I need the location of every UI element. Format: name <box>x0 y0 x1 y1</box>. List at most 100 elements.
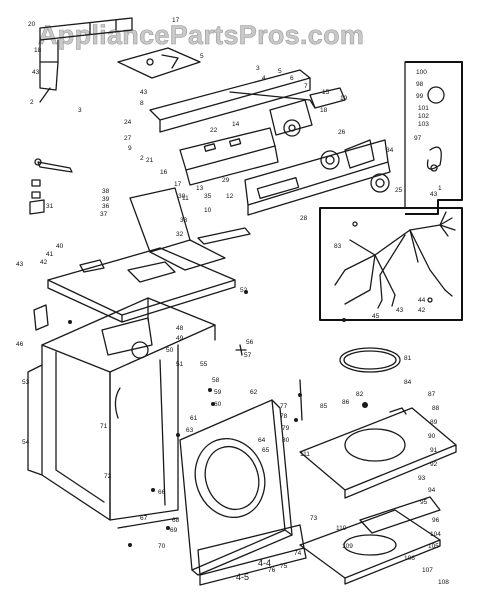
wiring-harness-inset <box>319 61 463 321</box>
side-hardware <box>29 158 73 215</box>
callout: 91 <box>430 447 438 454</box>
callout: 107 <box>422 567 433 574</box>
callout: 99 <box>416 93 424 100</box>
callout: 79 <box>282 425 290 432</box>
callout: 70 <box>158 543 166 550</box>
callout: 67 <box>140 515 148 522</box>
callout: 38 <box>102 188 110 195</box>
callout: 85 <box>320 403 328 410</box>
console-front-panel <box>244 139 391 216</box>
timer-assembly <box>269 87 346 137</box>
callout: 83 <box>334 243 342 250</box>
callout: 66 <box>158 489 166 496</box>
mounting-plate <box>117 47 201 79</box>
callout: 31 <box>46 203 54 210</box>
callout: 29 <box>222 177 230 184</box>
callout: 7 <box>304 83 308 90</box>
callout: 42 <box>418 307 426 314</box>
callout: 45 <box>372 313 380 320</box>
callout: 2 <box>140 155 144 162</box>
callout: 59 <box>214 389 222 396</box>
callout: 17 <box>172 17 180 24</box>
callout: 94 <box>428 487 436 494</box>
callout: 37 <box>100 211 108 218</box>
callout: 8 <box>140 100 144 107</box>
callout: 36 <box>102 203 110 210</box>
page-mark-lower: 4-5 <box>236 572 249 582</box>
callout: 53 <box>22 379 30 386</box>
callout: 72 <box>104 473 112 480</box>
callout: 3 <box>78 107 82 114</box>
callout: 100 <box>416 69 427 76</box>
callout: 51 <box>176 361 184 368</box>
callout: 17 <box>174 181 182 188</box>
callout: 5 <box>200 53 204 60</box>
callout: 34 <box>386 147 394 154</box>
callout: 27 <box>124 135 132 142</box>
callout: 95 <box>420 499 428 506</box>
callout: 76 <box>268 567 276 574</box>
front-panel <box>179 399 293 576</box>
callout: 49 <box>176 335 184 342</box>
callout: 68 <box>172 517 180 524</box>
callout: 14 <box>232 121 240 128</box>
callout: 58 <box>212 377 220 384</box>
callout: 81 <box>404 355 412 362</box>
callout: 106 <box>404 555 415 562</box>
callout: 19 <box>340 95 348 102</box>
callout: 103 <box>418 121 429 128</box>
callout: 108 <box>438 579 449 586</box>
callout: 50 <box>166 347 174 354</box>
callout: 93 <box>418 475 426 482</box>
callout: 52 <box>240 287 248 294</box>
callout: 18 <box>320 107 328 114</box>
callout: 54 <box>22 439 30 446</box>
callout: 82 <box>356 391 364 398</box>
control-bracket <box>129 187 251 271</box>
callout: 46 <box>16 341 24 348</box>
callout: 43 <box>16 261 24 268</box>
callout: 69 <box>170 527 178 534</box>
callout: 57 <box>244 352 252 359</box>
callout: 4 <box>262 75 266 82</box>
callout: 84 <box>404 379 412 386</box>
callout: 16 <box>160 169 168 176</box>
callout: 75 <box>280 563 288 570</box>
callout: 25 <box>395 187 403 194</box>
callout: 105 <box>428 543 439 550</box>
top-bracket <box>39 17 133 103</box>
callout: 42 <box>40 259 48 266</box>
callout: 110 <box>336 525 347 532</box>
callout: 20 <box>28 21 36 28</box>
callout: 15 <box>322 89 330 96</box>
callout: 2 <box>30 99 34 106</box>
callout-labels: 20 17 18 43 2 3 5 3 4 43 5 6 7 8 14 15 1… <box>16 17 449 586</box>
cabinet <box>27 297 216 529</box>
callout: 88 <box>432 405 440 412</box>
control-knob <box>344 139 390 193</box>
callout: 10 <box>204 207 212 214</box>
base-plate <box>299 407 457 499</box>
callout: 5 <box>278 68 282 75</box>
callout: 56 <box>246 339 254 346</box>
callout: 35 <box>204 193 212 200</box>
callout: 3 <box>256 65 260 72</box>
callout: 12 <box>226 193 234 200</box>
callout: 87 <box>428 391 436 398</box>
screws <box>33 290 368 547</box>
callout: 109 <box>342 543 353 550</box>
callout: 111 <box>300 451 310 458</box>
callout: 60 <box>214 401 222 408</box>
callout: 28 <box>300 215 308 222</box>
callout: 26 <box>338 129 346 136</box>
callout: 6 <box>290 75 294 82</box>
callout: 86 <box>342 399 350 406</box>
callout: 102 <box>418 113 429 120</box>
callout: 71 <box>100 423 108 430</box>
callout: 33 <box>180 217 188 224</box>
callout: 44 <box>418 297 426 304</box>
callout: 65 <box>262 447 270 454</box>
page-mark-upper: 4-4 <box>258 558 271 568</box>
callout: 90 <box>428 433 436 440</box>
